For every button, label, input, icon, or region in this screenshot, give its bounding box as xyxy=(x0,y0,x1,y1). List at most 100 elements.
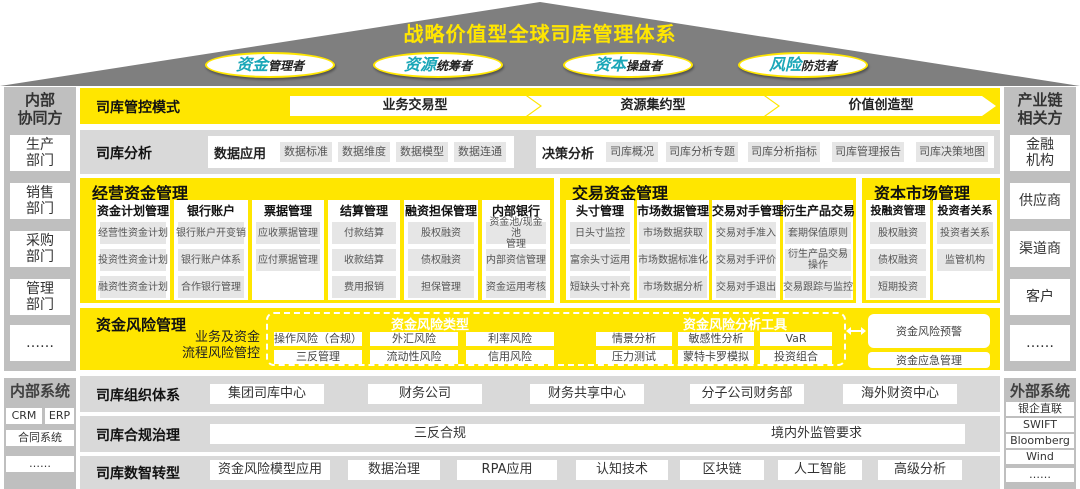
compliance-aml: 三反合规 xyxy=(210,424,670,444)
col-derivatives: 衍生产品交易 套期保值原则 衍生产品交易 操作 交易跟踪与监控 xyxy=(783,200,856,300)
risk-type-fx: 外汇风险 xyxy=(370,332,458,346)
risk-dashed-frame xyxy=(266,312,846,366)
data-application-panel: 数据应用 数据标准 数据维度 数据模型 数据连通 xyxy=(208,136,514,168)
chip-analysis-topic: 司库分析专题 xyxy=(666,142,738,162)
role-capital-operator: 资本操盘者 xyxy=(563,52,693,78)
digital-advanced-analytics: 高级分析 xyxy=(878,460,962,480)
cell: 收款结算 xyxy=(332,249,396,271)
cell: 股权融资 xyxy=(870,222,926,244)
chip-decision-map: 司库决策地图 xyxy=(916,142,988,162)
chip-data-standard: 数据标准 xyxy=(280,142,332,162)
col-internal-bank: 内部银行 资金池/现金池 管理 内部资信管理 资金运用考核 xyxy=(482,200,550,300)
chain-customers: 客户 xyxy=(1010,279,1070,315)
chain-channels: 渠道商 xyxy=(1010,231,1070,267)
col-investment-financing: 投融资管理 股权融资 债权融资 短期投资 xyxy=(866,200,930,300)
cell: 日头寸监控 xyxy=(570,222,630,244)
risk-type-interest: 利率风险 xyxy=(466,332,554,346)
system-erp: ERP xyxy=(45,408,74,424)
system-external-more: …… xyxy=(1006,468,1074,482)
cell: 债权融资 xyxy=(870,249,926,271)
cell: 套期保值原则 xyxy=(785,222,851,244)
system-bloomberg: Bloomberg xyxy=(1006,434,1074,448)
col-fund-planning: 资金计划管理 经营性资金计划 投资性资金计划 融资性资金计划 xyxy=(96,200,170,300)
cell: 应收票据管理 xyxy=(256,222,320,244)
system-wind: Wind xyxy=(1006,450,1074,464)
col-counterparty: 交易对手管理 交易对手准入 交易对手评价 交易对手退出 xyxy=(712,200,785,300)
cell: 短缺头寸补充 xyxy=(570,276,630,298)
org-group-treasury: 集团司库中心 xyxy=(210,384,324,404)
stage-resource-intensive: 资源集约型 xyxy=(528,96,778,116)
control-mode-row: 司库管控模式 业务交易型 资源集约型 价值创造型 xyxy=(80,88,1000,124)
risk-tools-label: 资金风险分析工具 xyxy=(682,318,787,333)
col-investor-relations: 投资者关系 投资者关系 监管机构 xyxy=(933,200,997,300)
digital-transformation-row: 司库数智转型 资金风险模型应用 数据治理 RPA应用 认知技术 区块链 人工智能… xyxy=(80,456,1000,489)
cell: 交易对手退出 xyxy=(716,276,776,298)
org-finance-company: 财务公司 xyxy=(368,384,482,404)
cell: 合作银行管理 xyxy=(178,276,244,298)
stage-business-transaction: 业务交易型 xyxy=(290,96,540,116)
external-systems-title: 外部系统 xyxy=(1009,382,1070,400)
chain-suppliers: 供应商 xyxy=(1010,183,1070,219)
col-head: 票据管理 xyxy=(263,204,312,218)
system-contract: 合同系统 xyxy=(6,430,74,446)
digital-data-governance: 数据治理 xyxy=(348,460,440,480)
chip-treasury-overview: 司库概况 xyxy=(606,142,658,162)
cell: 担保管理 xyxy=(408,276,474,298)
system-crm: CRM xyxy=(6,408,42,424)
risk-type-aml: 三反管理 xyxy=(274,350,362,364)
emergency-management-box: 资金应急管理 xyxy=(868,352,990,368)
col-head: 投融资管理 xyxy=(870,204,926,217)
org-system-row: 司库组织体系 集团司库中心 财务公司 财务共享中心 分子公司财务部 海外财资中心 xyxy=(80,376,1000,412)
risk-type-operational: 操作风险（合规） xyxy=(274,332,362,346)
cell: 内部资信管理 xyxy=(486,249,546,271)
internal-partners-column: 内部 协同方 生产 部门 销售 部门 采购 部门 管理 部门 …… xyxy=(4,87,76,371)
capital-market-block: 资本市场管理 投融资管理 股权融资 债权融资 短期投资 投资者关系 投资者关系 … xyxy=(862,178,1000,303)
col-head: 融资担保管理 xyxy=(404,204,477,218)
data-application-label: 数据应用 xyxy=(214,147,267,162)
cell: 应付票据管理 xyxy=(256,249,320,271)
external-systems-column: 外部系统 银企直联 SWIFT Bloomberg Wind …… xyxy=(1004,378,1076,489)
cell: 交易对手评价 xyxy=(716,249,776,271)
chip-analysis-metrics: 司库分析指标 xyxy=(748,142,820,162)
tool-monte-carlo: 蒙特卡罗模拟 xyxy=(678,350,754,364)
compliance-regulatory: 境内外监管要求 xyxy=(668,424,965,444)
internal-partners-title: 内部 协同方 xyxy=(17,91,63,127)
digital-risk-model: 资金风险模型应用 xyxy=(210,460,330,480)
cell: 市场数据标准化 xyxy=(638,249,708,271)
risk-types-label: 资金风险类型 xyxy=(390,318,469,333)
role-risk-guardian: 风险防范者 xyxy=(738,52,868,78)
cell: 费用报销 xyxy=(332,276,396,298)
col-market-data: 市场数据管理 市场数据获取 市场数据标准化 市场数据分析 xyxy=(637,200,709,300)
tool-stress-test: 压力测试 xyxy=(596,350,672,364)
cell: 债权融资 xyxy=(408,249,474,271)
org-subsidiary-finance: 分子公司财务部 xyxy=(690,384,804,404)
risk-warning-box: 资金风险预警 xyxy=(868,314,990,348)
partner-purchasing: 采购 部门 xyxy=(10,231,70,267)
digital-transformation-label: 司库数智转型 xyxy=(96,466,180,482)
cell: 监管机构 xyxy=(937,249,993,271)
internal-systems-title: 内部系统 xyxy=(9,382,70,400)
operating-funds-block: 经营资金管理 资金计划管理 经营性资金计划 投资性资金计划 融资性资金计划 银行… xyxy=(80,178,554,303)
col-head: 内部银行 xyxy=(491,204,540,218)
col-head: 衍生产品交易 xyxy=(783,204,856,218)
system-swift: SWIFT xyxy=(1006,418,1074,432)
compliance-row: 司库合规治理 三反合规 境内外监管要求 xyxy=(80,416,1000,452)
digital-rpa: RPA应用 xyxy=(457,460,557,480)
col-head: 交易对手管理 xyxy=(712,204,785,218)
industry-chain-column: 产业链 相关方 金融 机构 供应商 渠道商 客户 …… xyxy=(1004,87,1076,371)
cell: 银行账户开变销 xyxy=(176,222,246,244)
col-financing-guarantee: 融资担保管理 股权融资 债权融资 担保管理 xyxy=(404,200,478,300)
risk-management-title: 资金风险管理 xyxy=(96,316,187,334)
cell: 富余头寸运用 xyxy=(570,249,630,271)
tool-sensitivity: 敏感性分析 xyxy=(678,332,754,346)
tool-scenario: 情景分析 xyxy=(596,332,672,346)
trading-funds-block: 交易资金管理 头寸管理 日头寸监控 富余头寸运用 短缺头寸补充 市场数据管理 市… xyxy=(560,178,856,303)
system-bank-direct: 银企直联 xyxy=(1006,402,1074,416)
org-overseas-center: 海外财资中心 xyxy=(843,384,957,404)
partner-management: 管理 部门 xyxy=(10,279,70,315)
risk-type-liquidity: 流动性风险 xyxy=(370,350,458,364)
cell: 资金运用考核 xyxy=(486,276,546,298)
compliance-label: 司库合规治理 xyxy=(96,428,180,444)
analysis-row: 司库分析 数据应用 数据标准 数据维度 数据模型 数据连通 决策分析 司库概况 … xyxy=(80,130,1000,174)
col-head: 结算管理 xyxy=(339,204,388,218)
